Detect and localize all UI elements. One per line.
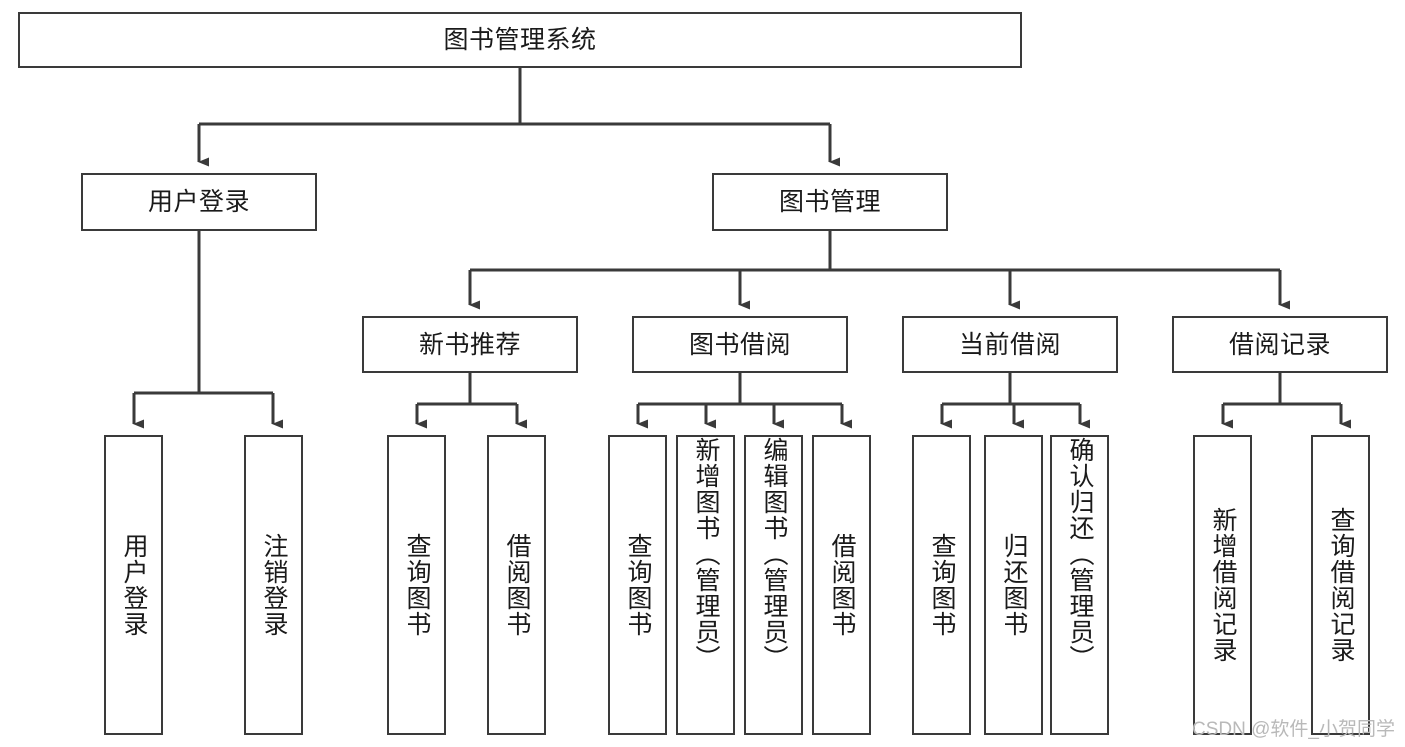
node-root-label: 图书管理系统 <box>443 26 597 54</box>
node-leaf-add-book-admin[interactable]: 新增图书（管理员） <box>676 435 735 735</box>
node-current-borrow-label: 当前借阅 <box>958 330 1061 359</box>
node-new-book-recommend-label: 新书推荐 <box>418 330 521 359</box>
node-leaf-confirm-return-admin-label: 确认归还（管理员） <box>1066 437 1094 671</box>
node-leaf-borrow-book-rec-label: 借阅图书 <box>503 533 531 637</box>
node-leaf-query-borrow-record-label: 查询借阅记录 <box>1327 507 1355 663</box>
node-leaf-edit-book-admin-label: 编辑图书（管理员） <box>760 437 788 671</box>
node-leaf-query-borrow-record[interactable]: 查询借阅记录 <box>1311 435 1370 735</box>
node-borrow-record-label: 借阅记录 <box>1228 330 1331 359</box>
node-leaf-add-borrow-record-label: 新增借阅记录 <box>1209 507 1237 663</box>
node-root[interactable]: 图书管理系统 <box>18 12 1022 68</box>
node-leaf-confirm-return-admin[interactable]: 确认归还（管理员） <box>1050 435 1109 735</box>
node-leaf-query-book-current[interactable]: 查询图书 <box>912 435 971 735</box>
node-leaf-return-book-label: 归还图书 <box>1000 533 1028 637</box>
node-leaf-query-book-current-label: 查询图书 <box>928 533 956 637</box>
node-book-management-label: 图书管理 <box>778 188 881 216</box>
node-leaf-edit-book-admin[interactable]: 编辑图书（管理员） <box>744 435 803 735</box>
csdn-watermark: CSDN @软件_小贺同学 <box>1192 719 1395 740</box>
node-new-book-recommend[interactable]: 新书推荐 <box>362 316 578 373</box>
node-book-borrow[interactable]: 图书借阅 <box>632 316 848 373</box>
node-borrow-record[interactable]: 借阅记录 <box>1172 316 1388 373</box>
node-leaf-user-logout[interactable]: 注销登录 <box>244 435 303 735</box>
node-leaf-borrow-book-rec[interactable]: 借阅图书 <box>487 435 546 735</box>
node-leaf-borrow-book-label: 借阅图书 <box>828 533 856 637</box>
node-leaf-query-book-borrow-label: 查询图书 <box>624 533 652 637</box>
node-leaf-user-login[interactable]: 用户登录 <box>104 435 163 735</box>
node-book-borrow-label: 图书借阅 <box>688 330 791 359</box>
node-leaf-return-book[interactable]: 归还图书 <box>984 435 1043 735</box>
node-leaf-query-book-rec[interactable]: 查询图书 <box>387 435 446 735</box>
node-user-login[interactable]: 用户登录 <box>81 173 317 231</box>
node-current-borrow[interactable]: 当前借阅 <box>902 316 1118 373</box>
node-leaf-query-book-borrow[interactable]: 查询图书 <box>608 435 667 735</box>
node-leaf-user-logout-label: 注销登录 <box>260 533 288 637</box>
node-leaf-query-book-rec-label: 查询图书 <box>403 533 431 637</box>
node-leaf-add-borrow-record[interactable]: 新增借阅记录 <box>1193 435 1252 735</box>
node-book-management[interactable]: 图书管理 <box>712 173 948 231</box>
node-user-login-label: 用户登录 <box>147 188 250 216</box>
node-leaf-user-login-label: 用户登录 <box>120 533 148 637</box>
node-leaf-borrow-book[interactable]: 借阅图书 <box>812 435 871 735</box>
node-leaf-add-book-admin-label: 新增图书（管理员） <box>692 437 720 671</box>
